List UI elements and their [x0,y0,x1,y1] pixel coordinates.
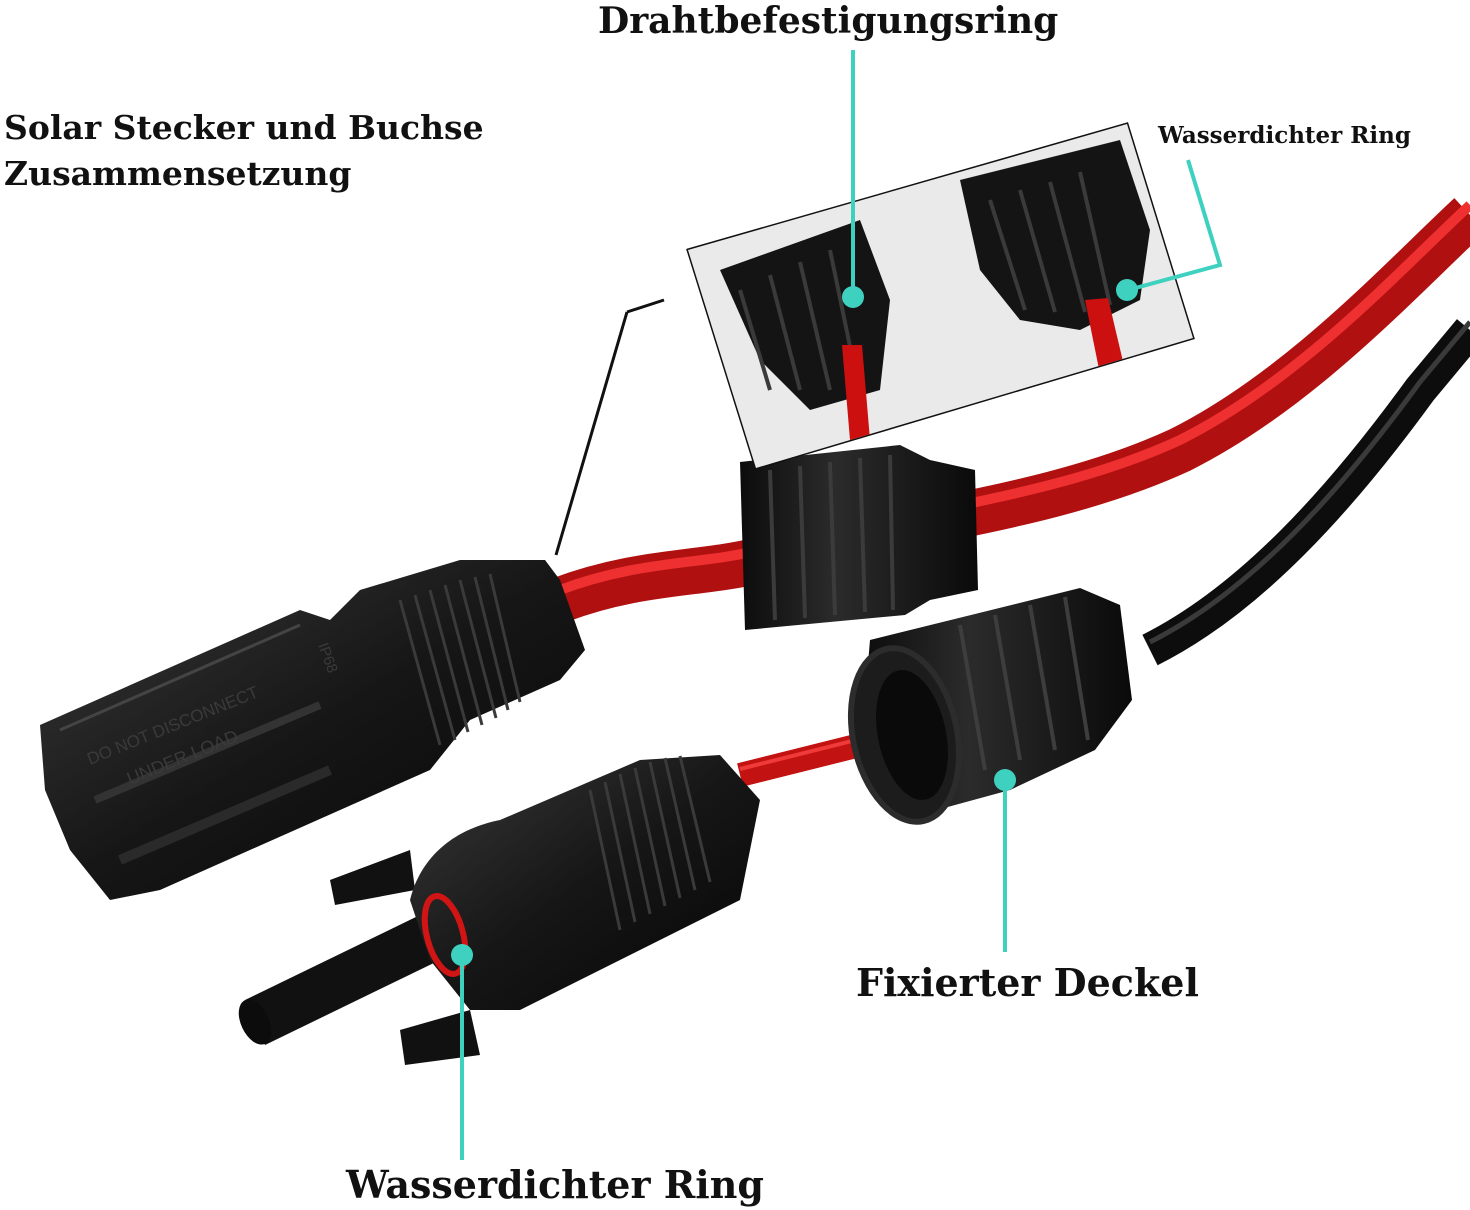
female-connector: DO NOT DISCONNECT UNDER LOAD IP68 [40,560,585,900]
cap-upper [740,445,978,630]
label-fixed-cap: Fixierter Deckel [856,960,1199,1005]
title-line-2: Zusammensetzung [4,154,352,193]
label-waterproof-ring: Wasserdichter Ring [346,1162,764,1207]
cap-lower [847,588,1132,825]
thread [398,573,522,746]
label-waterproof-ring-inset: Wasserdichter Ring [1158,122,1411,149]
label-wire-fixing-ring: Drahtbefestigungsring [598,0,1059,42]
leader-wire-fixing-ring [842,50,864,308]
thread [588,755,712,931]
leader-waterproof-ring-inset [1116,159,1223,301]
title-line-1: Solar Stecker und Buchse [4,108,484,147]
red-cable-upper [551,198,1470,622]
red-o-ring [421,893,469,977]
black-cable [1142,319,1470,666]
inset-pointer [554,298,665,556]
leader-fixed-cap [994,769,1016,952]
leader-waterproof-ring [451,944,473,1160]
